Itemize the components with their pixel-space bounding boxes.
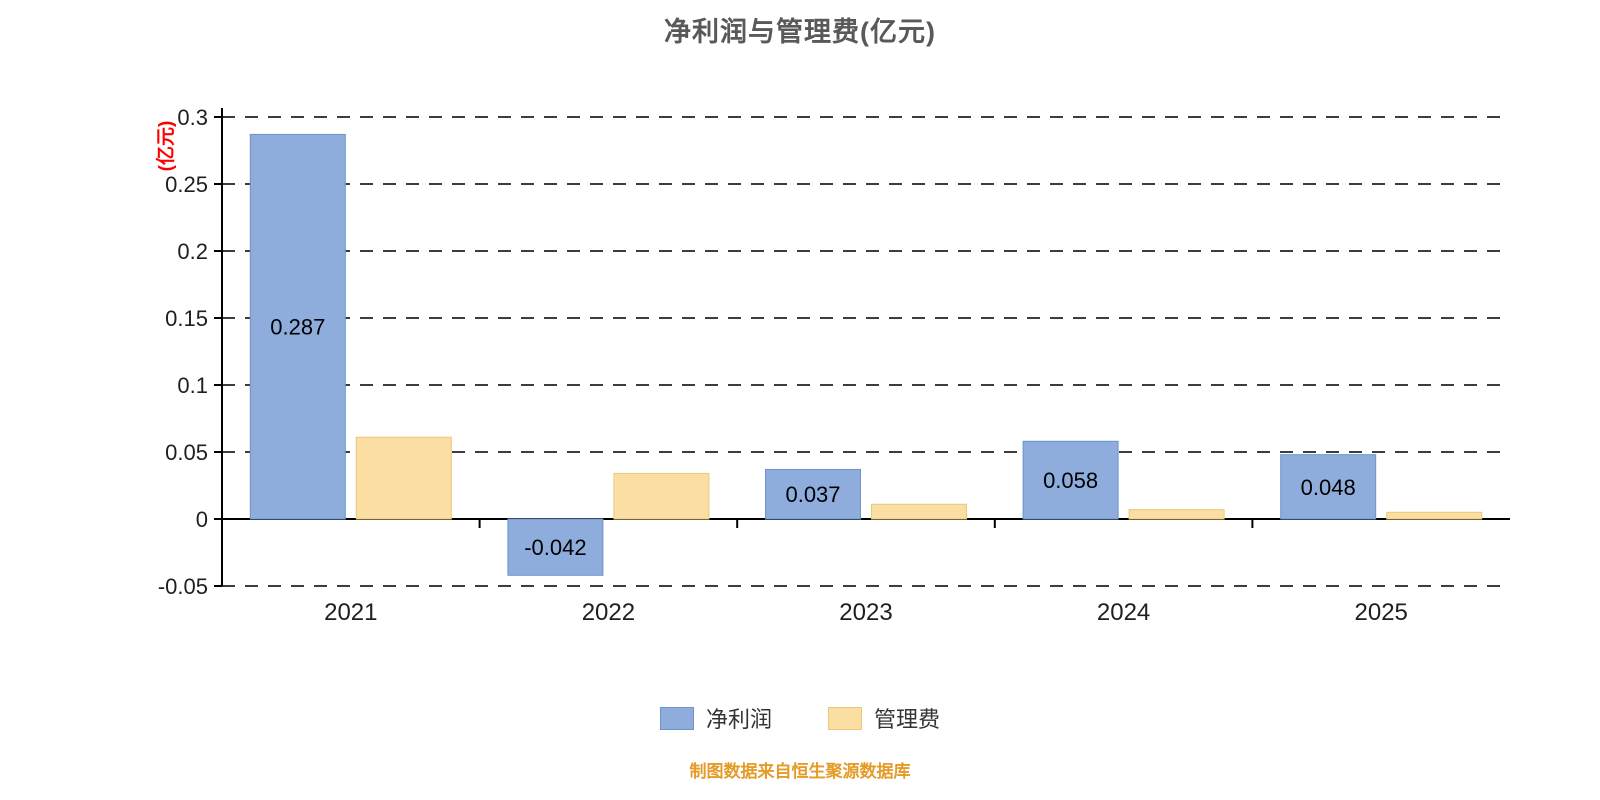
source-note: 制图数据来自恒生聚源数据库: [689, 762, 911, 781]
legend-swatch-mgmt-fee: [828, 706, 862, 730]
legend-label-net-profit: 净利润: [705, 707, 772, 732]
y-tick-label: -0.05: [158, 574, 208, 599]
bar-net-profit-2023: [765, 468, 861, 520]
x-tick-label: 2021: [324, 599, 377, 626]
y-tick-label: 0.3: [177, 105, 208, 130]
legend-label-mgmt-fee: 管理费: [874, 707, 941, 732]
bar-label: 0.048: [1301, 475, 1356, 500]
bar-label: 0.287: [270, 315, 325, 340]
bar-chart-plot: 0.3 0.25 0.2 0.15 0.1 0.05 0 -0.05 0.287 -0.042 0.…: [154, 105, 1510, 626]
bar-mgmt-fee-2021: [355, 436, 452, 520]
bar-label: 0.037: [785, 482, 840, 507]
bar-mgmt-fee-2023: [871, 503, 967, 520]
y-tick-label: 0.15: [165, 306, 208, 331]
y-tick-label: 0.1: [177, 373, 208, 398]
legend-item-net-profit: 净利润: [659, 702, 772, 734]
bar-net-profit-2021: [249, 133, 346, 520]
legend-item-mgmt-fee: 管理费: [828, 702, 940, 734]
bar-mgmt-fee-2022: [613, 472, 710, 520]
bar-net-profit-2022: [507, 518, 604, 576]
legend-swatch-net-profit: [659, 706, 694, 730]
y-tick-label: 0.25: [165, 172, 208, 197]
bar-net-profit-2024: [1022, 440, 1119, 520]
bar-mgmt-fee-2025: [1386, 511, 1483, 520]
y-tick-label: 0.2: [177, 239, 208, 264]
bar-label: 0.058: [1043, 468, 1098, 493]
bar-mgmt-fee-2024: [1128, 509, 1225, 520]
y-tick-label: 0: [196, 507, 208, 532]
bar-label: -0.042: [524, 535, 586, 560]
bar-net-profit-2025: [1280, 454, 1377, 520]
x-tick-label: 2023: [839, 599, 892, 626]
x-tick-label: 2022: [582, 599, 635, 626]
y-axis-unit-label: (亿元): [154, 121, 177, 172]
chart-title: 净利润与管理费(亿元): [664, 17, 936, 47]
y-tick-label: 0.05: [165, 440, 208, 465]
x-tick-label: 2025: [1355, 599, 1408, 626]
legend: 净利润 管理费: [0, 702, 1600, 734]
x-tick-label: 2024: [1097, 599, 1150, 626]
